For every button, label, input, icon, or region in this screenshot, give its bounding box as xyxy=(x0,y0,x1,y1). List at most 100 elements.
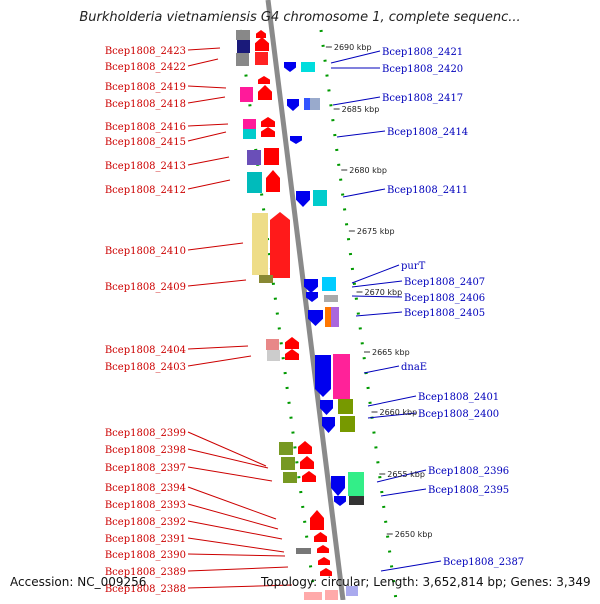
right-gene-label: Bcep1808_2407 xyxy=(404,277,485,288)
left-leader-line xyxy=(187,345,249,350)
left-gene-label: Bcep1808_2422 xyxy=(105,62,186,73)
gene-block xyxy=(340,416,355,432)
gene-block xyxy=(304,98,310,110)
right-leader-line xyxy=(367,395,417,407)
gene-arrow-up xyxy=(318,557,330,565)
right-gene-label: dnaE xyxy=(401,362,427,373)
gene-arrow-down xyxy=(306,292,318,302)
right-leader-line xyxy=(376,469,427,483)
gene-block xyxy=(267,350,280,361)
left-gene-label: Bcep1808_2391 xyxy=(105,534,186,545)
gene-arrow-up xyxy=(285,349,299,360)
gene-block xyxy=(259,275,273,283)
left-leader-line xyxy=(187,47,221,51)
right-gene-label: Bcep1808_2417 xyxy=(382,93,463,104)
right-gene-label: Bcep1808_2405 xyxy=(404,308,485,319)
gene-labels: Bcep1808_2423Bcep1808_2422Bcep1808_2419B… xyxy=(105,46,524,595)
left-gene-label: Bcep1808_2389 xyxy=(105,567,186,578)
gene-arrow-up xyxy=(298,441,312,454)
gene-block xyxy=(346,586,358,596)
gene-block xyxy=(313,190,327,206)
scale-tick-label: 2685 kbp xyxy=(342,105,380,114)
left-leader-line xyxy=(187,242,244,251)
left-leader-line xyxy=(187,448,269,469)
gene-block xyxy=(252,213,268,275)
accession-text: Accession: NC_009256 xyxy=(10,575,147,589)
left-leader-line xyxy=(187,431,267,467)
gene-block xyxy=(266,339,279,350)
gene-arrow-up xyxy=(258,76,270,84)
right-leader-line xyxy=(351,295,403,298)
scale-tick-label: 2675 kbp xyxy=(357,227,395,236)
gene-arrow-down xyxy=(304,279,318,293)
gene-block xyxy=(301,62,315,72)
right-leader-line xyxy=(342,188,386,198)
left-gene-label: Bcep1808_2404 xyxy=(105,345,186,356)
left-gene-label: Bcep1808_2399 xyxy=(105,428,186,439)
right-leader-line xyxy=(330,50,381,64)
gene-arrow-up xyxy=(255,37,269,51)
left-gene-label: Bcep1808_2410 xyxy=(105,246,186,257)
left-gene-label: Bcep1808_2418 xyxy=(105,99,186,110)
left-gene-label: Bcep1808_2393 xyxy=(105,500,186,511)
right-leader-line xyxy=(351,280,403,288)
right-leader-line xyxy=(380,560,442,572)
gene-block xyxy=(310,98,320,110)
left-leader-line xyxy=(187,279,247,287)
gene-arrow-up xyxy=(258,85,272,100)
left-gene-label: Bcep1808_2403 xyxy=(105,362,186,373)
gene-block xyxy=(324,295,338,302)
gene-block xyxy=(331,307,339,327)
left-gene-label: Bcep1808_2390 xyxy=(105,550,186,561)
gene-arrow-down xyxy=(320,400,333,415)
scale-tick-label: 2680 kbp xyxy=(349,166,387,175)
left-gene-label: Bcep1808_2409 xyxy=(105,282,186,293)
gene-arrow-down xyxy=(334,496,346,506)
left-leader-line xyxy=(187,520,283,540)
leader-lines xyxy=(187,47,442,589)
left-dotted-guide xyxy=(238,29,317,601)
right-gene-label: purT xyxy=(401,261,426,272)
right-leader-line xyxy=(363,365,400,374)
gene-block xyxy=(264,148,279,165)
left-leader-line xyxy=(187,537,285,553)
left-gene-label: Bcep1808_2388 xyxy=(105,584,186,595)
gene-block xyxy=(255,52,268,65)
gene-arrow-up xyxy=(261,117,275,127)
left-leader-line xyxy=(187,584,293,589)
gene-arrow-down xyxy=(308,310,323,326)
right-leader-line xyxy=(336,130,386,138)
chromosome-axis xyxy=(265,0,346,601)
gene-block xyxy=(236,30,250,40)
gene-block xyxy=(338,399,353,414)
gene-arrow-down xyxy=(290,136,302,144)
right-leader-line xyxy=(380,488,427,497)
gene-arrow-up xyxy=(320,568,332,576)
left-leader-line xyxy=(187,553,286,557)
right-gene-label: Bcep1808_2387 xyxy=(443,557,524,568)
scale-tick-label: 2690 kbp xyxy=(334,43,372,52)
left-leader-line xyxy=(187,131,227,142)
gene-arrow-down xyxy=(287,99,299,111)
right-gene-label: Bcep1808_2400 xyxy=(418,409,499,420)
left-gene-label: Bcep1808_2394 xyxy=(105,483,186,494)
gene-arrow-up xyxy=(266,170,280,192)
gene-block xyxy=(237,40,250,53)
gene-block xyxy=(296,548,311,554)
right-gene-label: Bcep1808_2396 xyxy=(428,466,509,477)
scale-tick-label: 2670 kbp xyxy=(365,288,403,297)
gene-features xyxy=(236,30,364,600)
right-leader-line xyxy=(351,264,400,284)
gene-arrow-up xyxy=(285,337,299,349)
gene-arrow-up xyxy=(302,471,316,482)
gene-arrow-up xyxy=(300,456,314,469)
left-leader-line xyxy=(187,58,219,67)
left-leader-line xyxy=(187,486,277,520)
map-title: Burkholderia vietnamiensis G4 chromosome… xyxy=(79,10,521,25)
left-leader-line xyxy=(187,355,252,367)
gene-arrow-down xyxy=(322,417,335,433)
left-gene-label: Bcep1808_2392 xyxy=(105,517,186,528)
gene-arrow-down xyxy=(284,62,296,72)
